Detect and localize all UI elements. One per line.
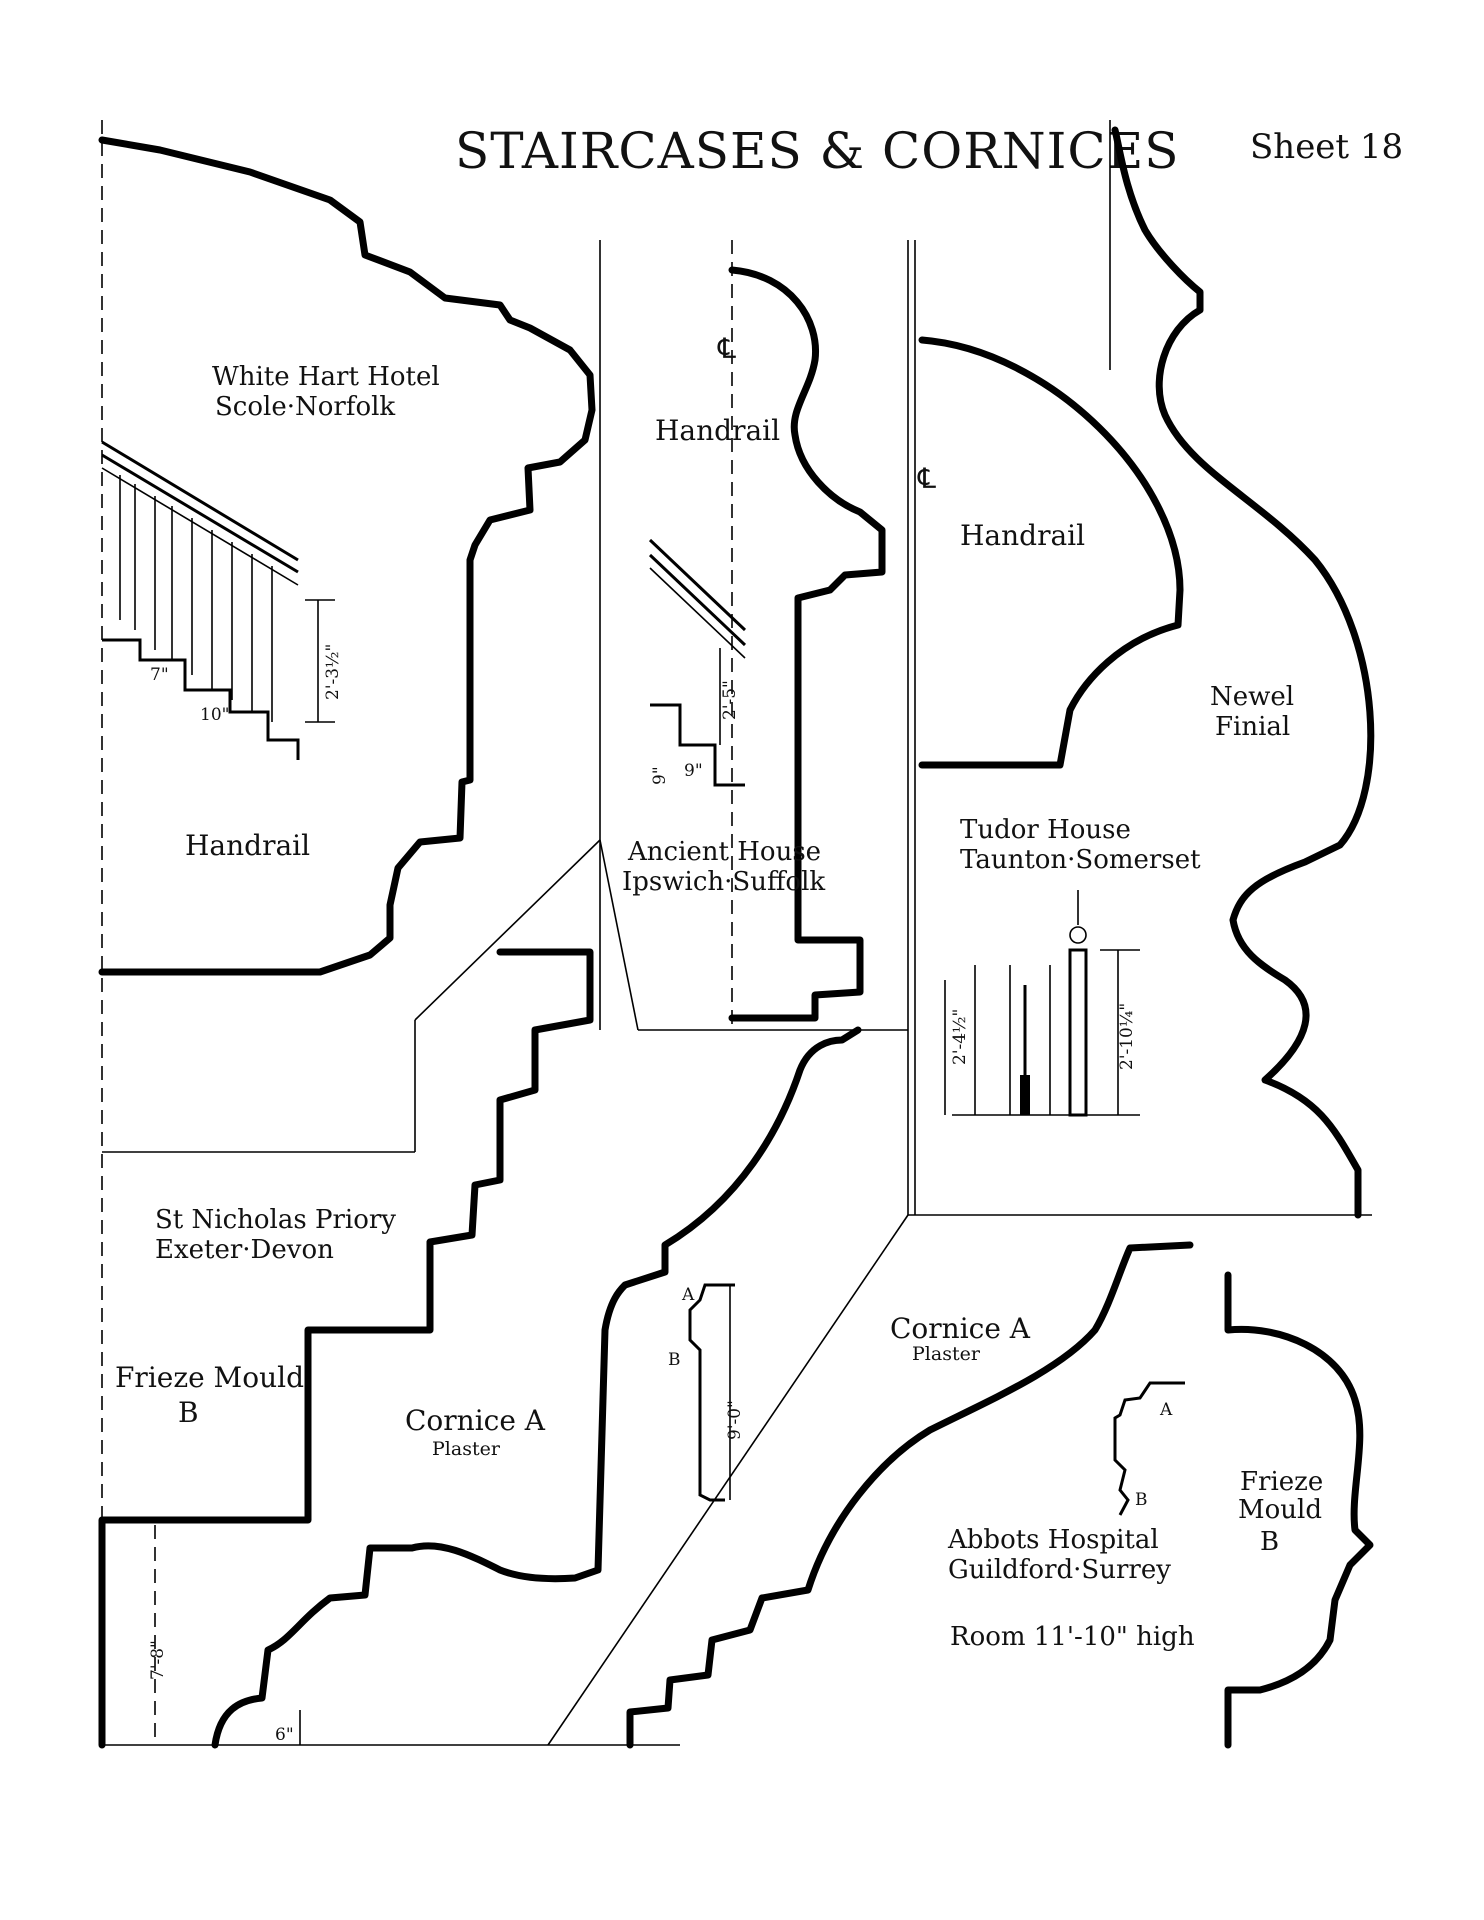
newel-finial-label-2: Finial [1215,712,1290,742]
ancient-house-place: Ipswich·Suffolk [622,867,825,897]
ancient-dim-height: 2'-5" [720,680,740,720]
white-hart-dim-rise: 7" [150,665,169,685]
st-nicholas-cornice-label: Cornice A [405,1404,546,1437]
abbots-section-key: A B [1113,1381,1185,1516]
white-hart-profile-label: Handrail [185,829,310,862]
tudor-house-handrail-profile [918,336,1184,769]
white-hart-dim-going: 10" [200,705,229,725]
frieze-dim-projection: 6" [275,1725,294,1745]
abbots-cornice-label: Cornice A [890,1312,1031,1345]
st-nicholas-dim-height: 9'-0" [725,1400,745,1440]
tudor-house-place: Taunton·Somerset [960,845,1201,875]
abbots-frieze-label-1: Frieze [1240,1467,1323,1497]
ancient-house-name: Ancient House [627,837,821,867]
frieze-dim-height: 7'-8" [148,1640,168,1680]
abbots-material: Plaster [912,1343,981,1365]
st-nicholas-frieze-label-2: B [178,1396,199,1429]
frame-lines [101,120,1372,1746]
sheet-number: Sheet 18 [1250,127,1403,167]
ancient-dim-going: 9" [684,761,703,781]
white-hart-place: Scole·Norfolk [215,392,395,422]
tudor-house-name: Tudor House [960,815,1131,845]
white-hart-handrail-profile [98,136,596,976]
abbots-key-a: A [1159,1400,1173,1420]
st-nicholas-place: Exeter·Devon [155,1235,334,1265]
white-hart-stair-sketch: 2'-3½" 7" 10" [101,440,343,760]
st-nicholas-key-b: B [668,1350,681,1370]
st-nicholas-frieze-label-1: Frieze Mould [115,1361,304,1394]
ancient-house-stair-sketch: 2'-5" 9" 9" [648,538,747,787]
tudor-house-profile-label: Handrail [960,519,1085,552]
tudor-dim-newel: 2'-10¼" [1117,1003,1137,1070]
st-nicholas-section-key: 9'-0" A B [668,1283,745,1502]
abbots-place: Guildford·Surrey [948,1555,1171,1585]
abbots-frieze-label-3: B [1260,1527,1279,1557]
tudor-dim-rail: 2'-4½" [950,1009,970,1065]
st-nicholas-material: Plaster [432,1438,501,1460]
ancient-dim-rise: 9" [650,766,670,785]
ancient-house-handrail-profile [728,266,886,1022]
newel-finial-profile [1111,126,1375,1219]
abbots-frieze-label-2: Mould [1238,1495,1322,1525]
frieze-height-dimension: 7'-8" 6" [148,1525,301,1745]
white-hart-name: White Hart Hotel [212,362,440,392]
newel-finial-label-1: Newel [1210,682,1294,712]
st-nicholas-cornice-profile [98,948,594,1749]
abbots-frieze-profile [1224,1271,1374,1749]
sheet-title: STAIRCASES & CORNICES [455,122,1179,180]
abbots-key-b: B [1135,1490,1148,1510]
white-hart-dim-height: 2'-3½" [323,644,343,700]
st-nicholas-name: St Nicholas Priory [155,1205,396,1235]
st-nicholas-frieze-profile [211,1026,862,1749]
tudor-house-newel-sketch: 2'-4½" 2'-10¼" [944,890,1140,1117]
abbots-cornice-profile [626,1241,1194,1749]
tudor-house-centre-mark: ℄ [917,462,936,495]
st-nicholas-key-a: A [681,1285,695,1305]
abbots-room-height: Room 11'-10" high [950,1622,1195,1652]
ancient-house-centre-mark: ℄ [717,332,736,365]
ancient-house-profile-label: Handrail [655,414,780,447]
abbots-name: Abbots Hospital [947,1525,1159,1555]
